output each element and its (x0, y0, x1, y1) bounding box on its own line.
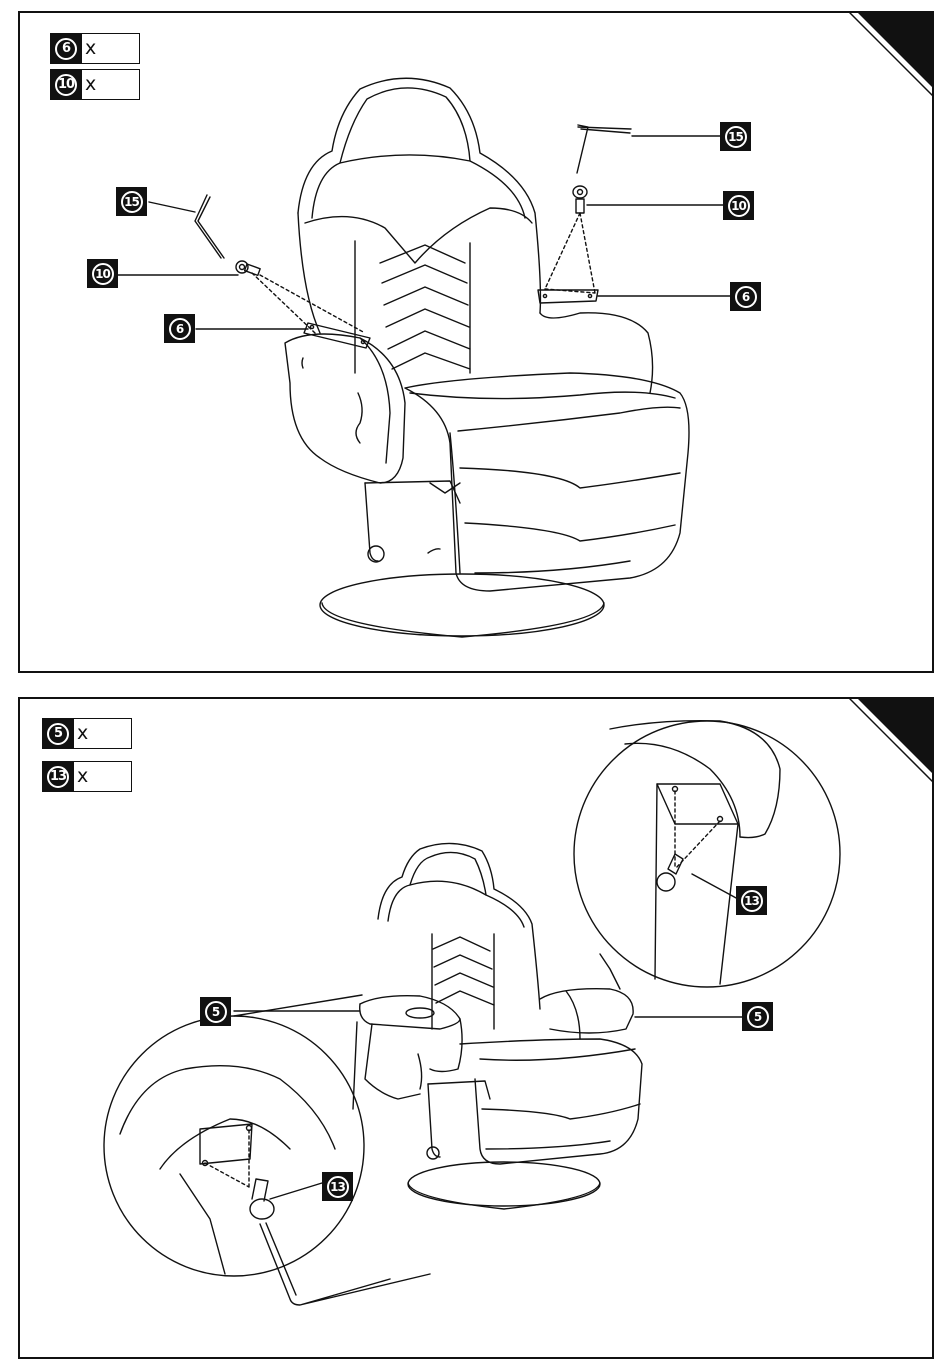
callout-armrest-left: 5 (200, 997, 231, 1026)
callout-armrest-right: 5 (742, 1002, 773, 1031)
callout-bolt-right: 10 (723, 191, 754, 220)
assembly-step-2-panel: 5 x 13 x 5 5 13 13 (18, 697, 934, 1359)
step-corner-tab (848, 697, 934, 783)
chair-armrest-illustration (20, 699, 932, 1357)
callout-bolt-left: 10 (87, 259, 118, 288)
quantity-box: x (74, 761, 132, 792)
parts-row-6: 6 x (50, 33, 140, 64)
part-badge: 6 (50, 33, 82, 64)
assembly-step-1-panel: 6 x 10 x 15 10 6 15 10 6 (18, 11, 934, 673)
callout-bolt-detail-left: 13 (322, 1172, 353, 1201)
parts-row-5: 5 x (42, 718, 132, 749)
callout-allen-key-left: 15 (116, 187, 147, 216)
callout-bracket-right: 6 (730, 282, 761, 311)
callout-bolt-detail-right: 13 (736, 886, 767, 915)
step-corner-tab (848, 11, 934, 97)
part-badge: 13 (42, 761, 74, 792)
quantity-box: x (82, 33, 140, 64)
part-badge: 5 (42, 718, 74, 749)
parts-row-10: 10 x (50, 69, 140, 100)
callout-bracket-left: 6 (164, 314, 195, 343)
chair-backrest-bracket-illustration (20, 13, 932, 671)
parts-row-13: 13 x (42, 761, 132, 792)
callout-allen-key-right: 15 (720, 122, 751, 151)
quantity-box: x (74, 718, 132, 749)
quantity-box: x (82, 69, 140, 100)
part-badge: 10 (50, 69, 82, 100)
